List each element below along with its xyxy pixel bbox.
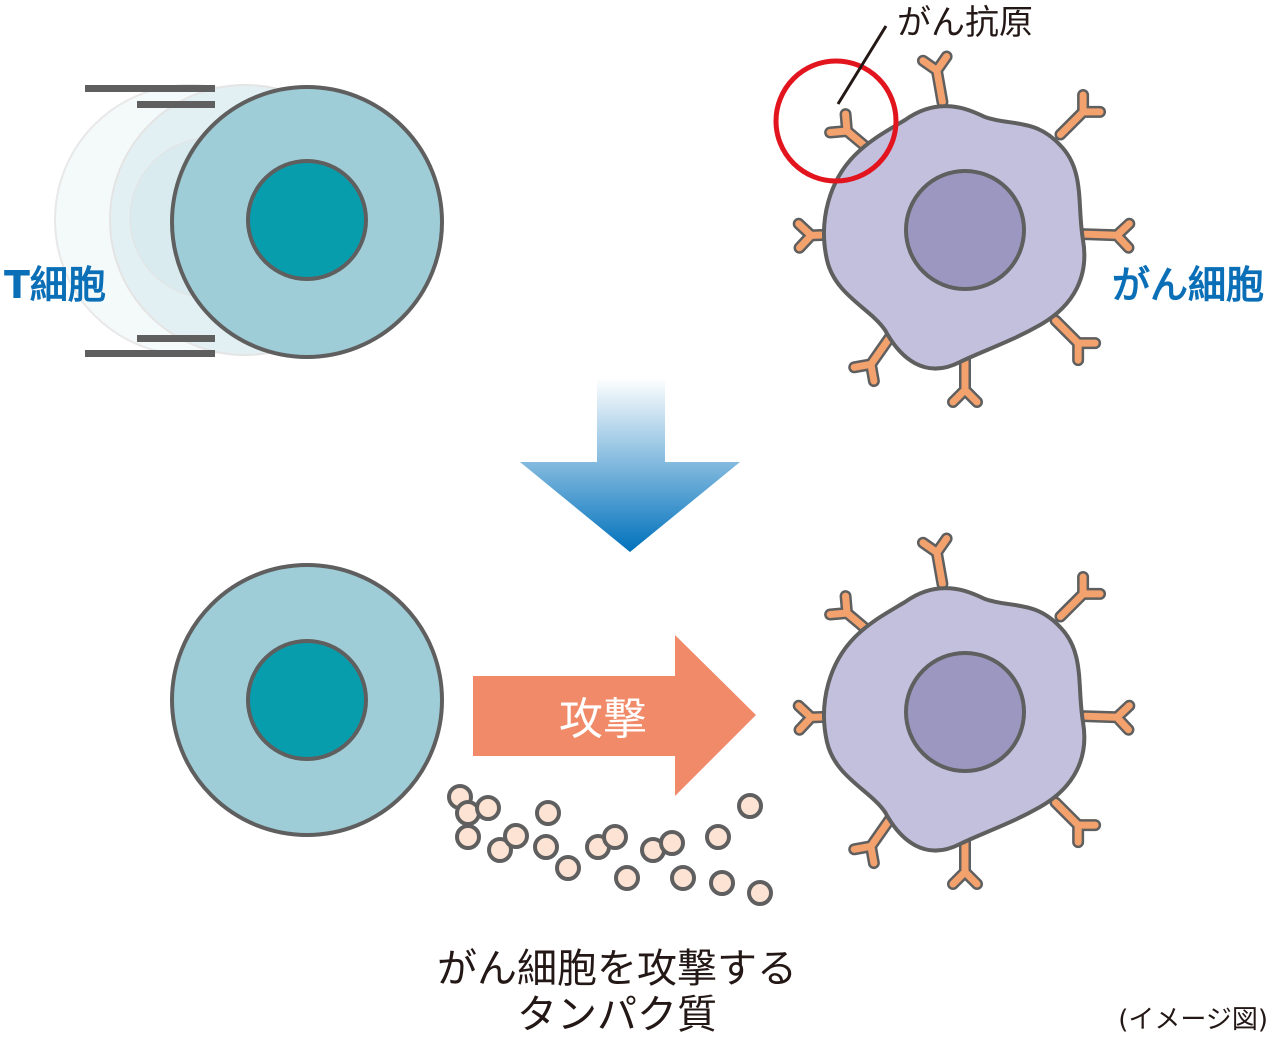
right-arrow-icon <box>473 635 756 796</box>
t-cell-moving <box>54 84 444 359</box>
protein-particle <box>705 824 731 850</box>
protein-particle <box>487 837 513 863</box>
protein-caption-line1: がん細胞を攻撃する <box>437 946 797 992</box>
antigen-icon <box>1047 312 1095 360</box>
t-cell-nucleus <box>246 639 368 761</box>
protein-particle <box>737 793 763 819</box>
t-cell-label: T細胞 <box>4 263 106 307</box>
antigen-icon <box>1085 704 1130 730</box>
protein-particle <box>555 855 581 881</box>
protein-particle <box>455 824 481 850</box>
protein-caption-line2: タンパク質 <box>517 992 717 1038</box>
protein-particle <box>475 795 501 821</box>
protein-particle <box>533 834 559 860</box>
protein-particle <box>709 870 735 896</box>
attack-label: 攻撃 <box>559 694 647 745</box>
protein-particle <box>747 880 773 906</box>
cancer-cell-nucleus <box>904 169 1026 291</box>
protein-particles <box>447 784 773 906</box>
image-note: (イメージ図) <box>1118 1005 1268 1035</box>
protein-particle <box>670 865 696 891</box>
antigen-pointer-line <box>836 25 888 105</box>
t-cell-nucleus <box>246 159 368 281</box>
down-arrow-icon <box>520 378 740 552</box>
t-cell-bottom <box>170 563 444 837</box>
circle-highlight-icon <box>773 58 899 184</box>
protein-particle <box>614 865 640 891</box>
antigen-icon <box>1085 222 1130 248</box>
protein-particle <box>503 823 529 849</box>
antigen-icon <box>1052 577 1100 625</box>
cancer-cell-bottom <box>799 539 1130 884</box>
cancer-antigen-label: がん抗原 <box>897 3 1033 43</box>
protein-particle <box>659 830 685 856</box>
protein-particle <box>602 824 628 850</box>
cancer-cell-top <box>799 57 1130 402</box>
antigen-icon <box>1047 794 1095 842</box>
motion-lines <box>85 85 215 357</box>
cancer-cell-nucleus <box>904 651 1026 773</box>
cancer-cell-label: がん細胞 <box>1112 263 1264 307</box>
antigen-icon <box>1052 95 1100 143</box>
antigen-icon <box>923 539 954 586</box>
antigen-icon <box>923 57 954 104</box>
protein-particle <box>535 800 561 826</box>
